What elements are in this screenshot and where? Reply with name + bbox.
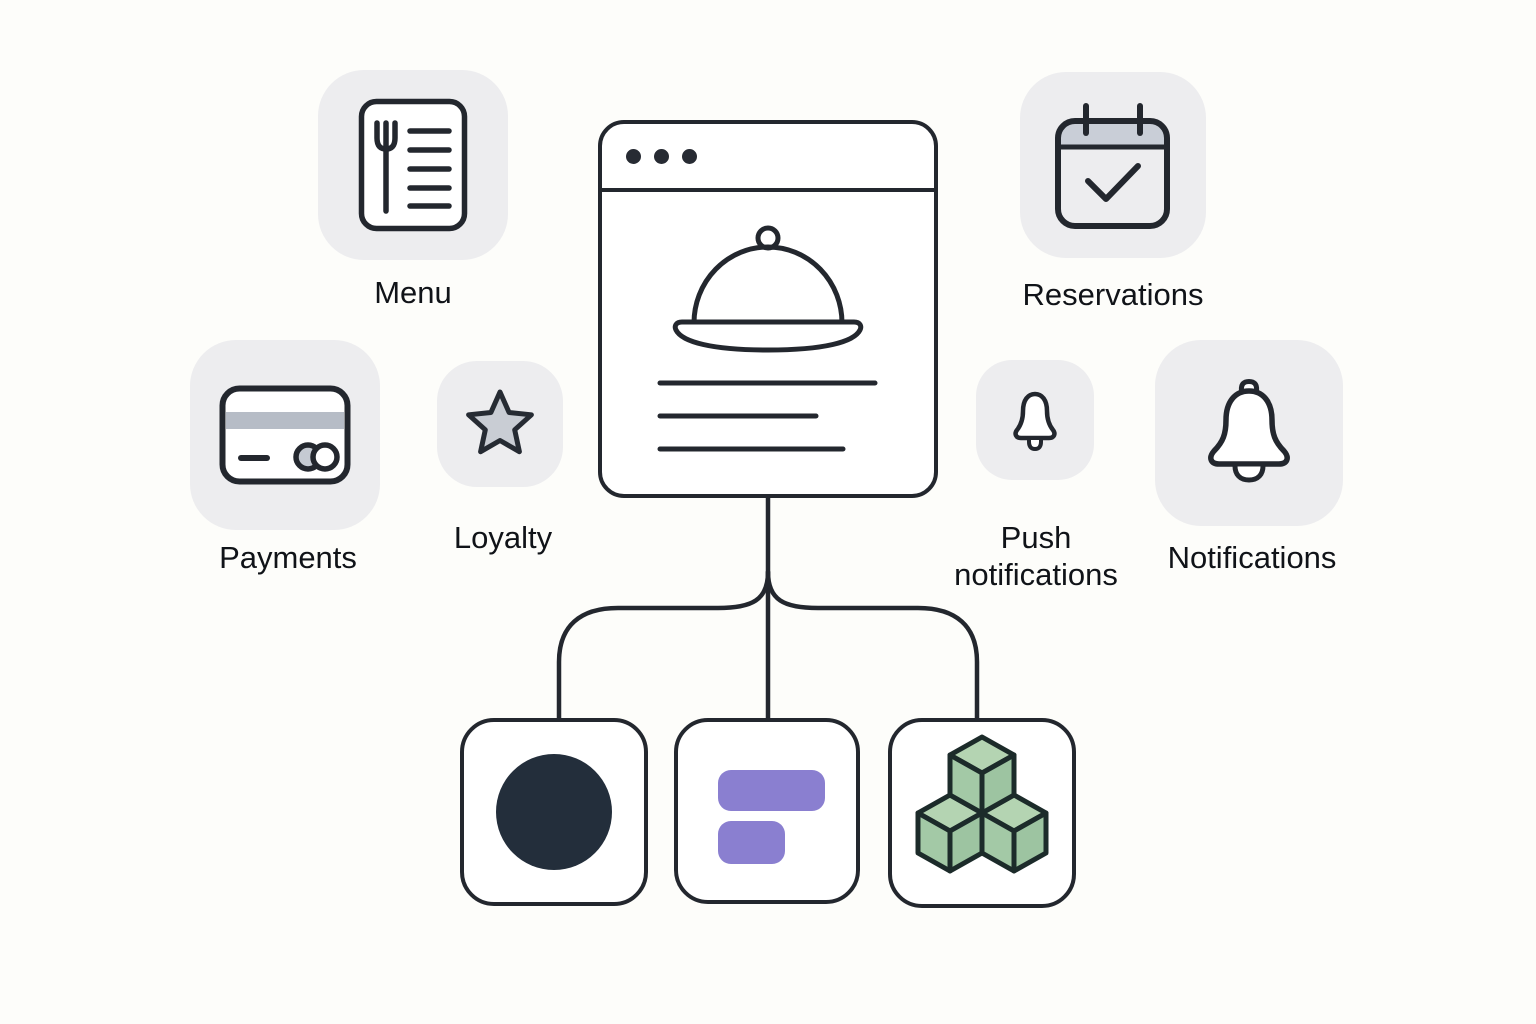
cubes-module-box bbox=[888, 718, 1076, 908]
menu-document-icon bbox=[358, 98, 468, 232]
notifications-tile bbox=[1155, 340, 1343, 526]
isometric-cubes-icon bbox=[915, 734, 1049, 874]
push-notifications-tile bbox=[976, 360, 1094, 480]
menu-label: Menu bbox=[374, 275, 452, 310]
calendar-check-icon bbox=[1055, 103, 1170, 229]
bell-small-icon bbox=[1013, 391, 1057, 451]
bell-icon bbox=[1208, 379, 1290, 483]
notifications-label: Notifications bbox=[1167, 540, 1337, 575]
dark-circle-icon bbox=[496, 754, 612, 870]
credit-card-icon bbox=[219, 385, 351, 485]
push-notifications-label: Push notifications bbox=[954, 520, 1118, 592]
payments-label: Payments bbox=[219, 540, 357, 575]
reservations-label: Reservations bbox=[1022, 277, 1204, 312]
window-dot-icon bbox=[626, 148, 641, 164]
serving-cloche-icon bbox=[657, 225, 878, 452]
star-icon bbox=[466, 389, 534, 455]
window-dot-icon bbox=[682, 148, 697, 164]
window-dot-icon bbox=[654, 148, 669, 164]
app-browser-window bbox=[598, 120, 938, 498]
menu-tile bbox=[318, 70, 508, 260]
payments-tile bbox=[190, 340, 380, 530]
purple-blocks-icon bbox=[678, 722, 856, 900]
loyalty-label: Loyalty bbox=[453, 520, 553, 555]
loyalty-tile bbox=[437, 361, 563, 487]
reservations-tile bbox=[1020, 72, 1206, 258]
blocks-module-box bbox=[674, 718, 860, 904]
browser-title-bar bbox=[602, 124, 934, 192]
circle-module-box bbox=[460, 718, 648, 906]
